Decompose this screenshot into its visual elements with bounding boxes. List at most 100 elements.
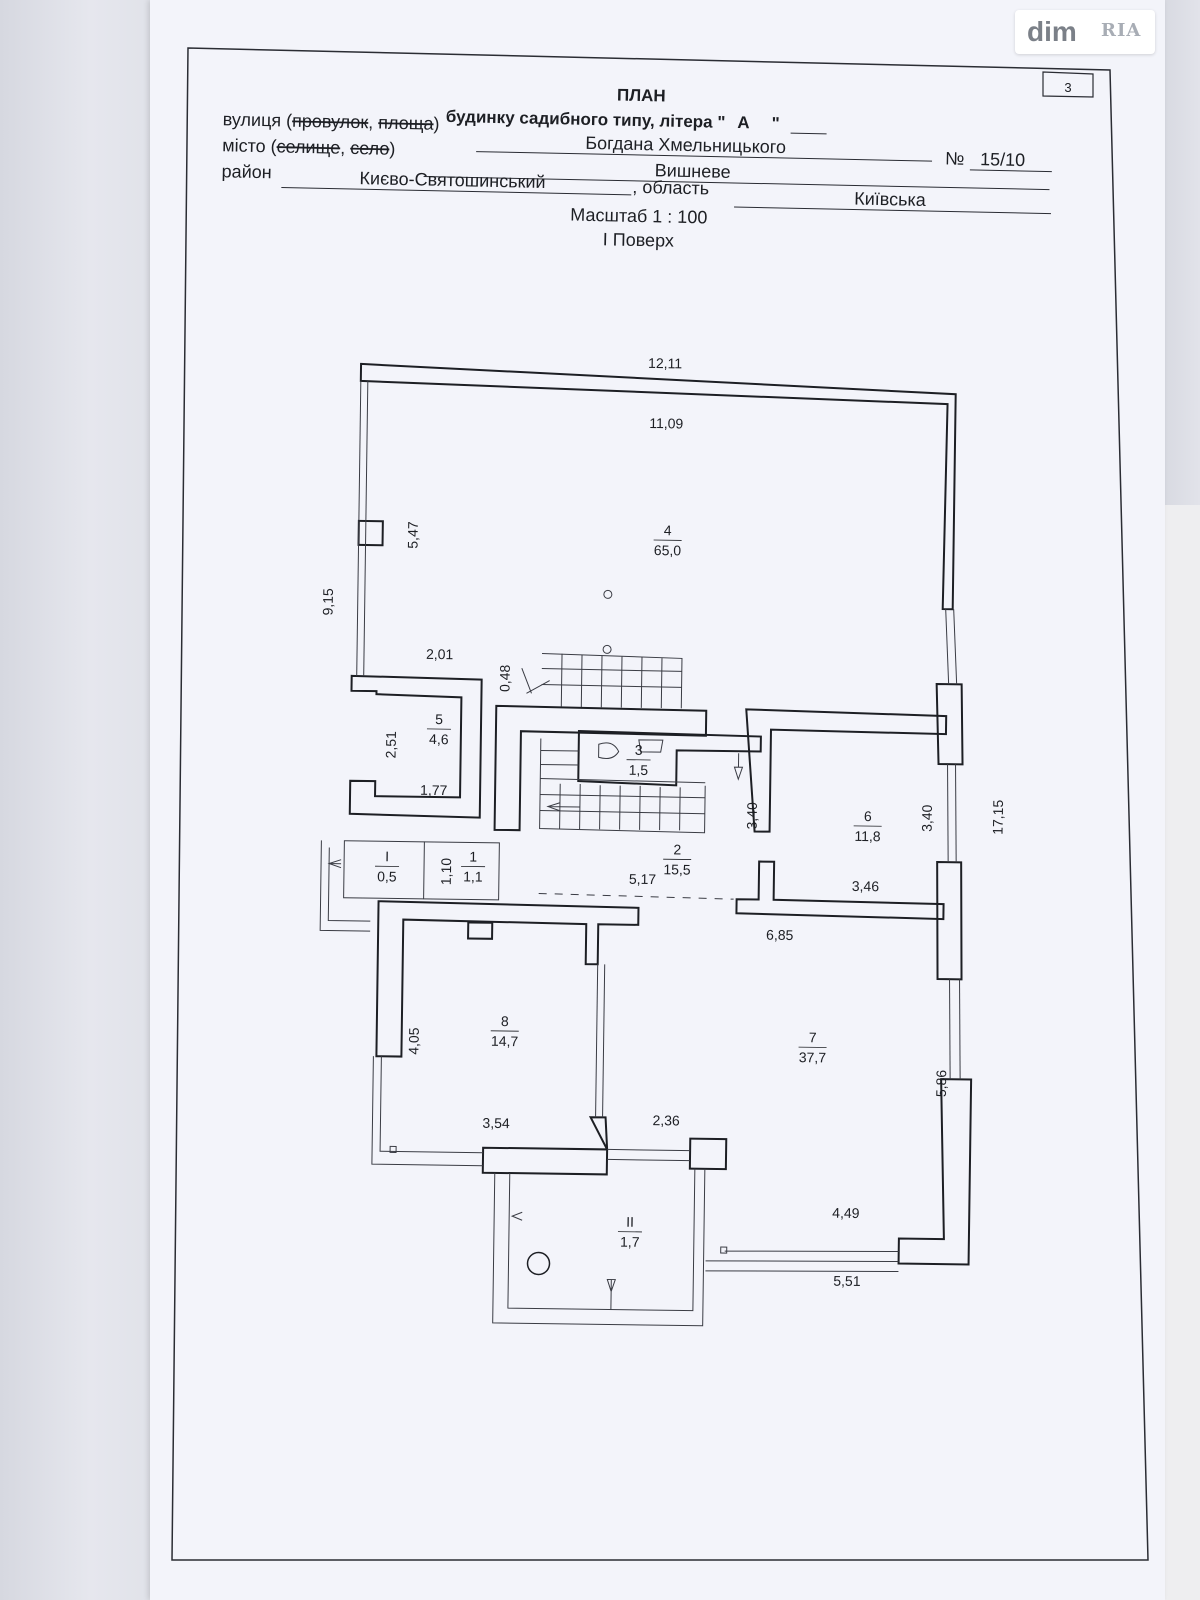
dim-room7-top: 6,85 <box>766 927 794 943</box>
east-window-6 <box>959 979 961 1080</box>
dim-room5-top: 2,01 <box>426 646 454 662</box>
wc-toilet <box>598 742 620 759</box>
dim-room2-width: 5,17 <box>629 871 657 887</box>
stair-lower-treads <box>539 749 706 815</box>
dim-room6-width: 3,46 <box>852 878 880 894</box>
dim-top-outer: 12,11 <box>648 355 682 371</box>
room-label-3: 3 1,5 <box>626 742 651 778</box>
terrace-II-inner <box>507 1168 696 1312</box>
plan-title: ПЛАН <box>617 86 666 106</box>
sheet-number: 3 <box>1064 80 1071 95</box>
room-number: 5 <box>435 711 443 727</box>
thin-lines <box>319 380 961 1327</box>
south-window-middle-1 <box>607 1148 691 1152</box>
stair-arrow-lower <box>546 802 580 812</box>
dim-room8-height: 4,05 <box>405 1027 421 1055</box>
south-window-room7-1 <box>724 1250 899 1253</box>
sheet-number-box <box>1042 71 1094 98</box>
east-window-3 <box>947 764 949 863</box>
dim-top-inner: 11,09 <box>649 415 683 431</box>
column-marker-room7 <box>720 1246 728 1254</box>
south-window-room8-2 <box>371 1056 483 1167</box>
dim-passage-width: 2,36 <box>652 1112 680 1128</box>
room-area: 1,5 <box>629 762 649 778</box>
dimria-watermark: dim RIA <box>1015 10 1155 54</box>
stair-upper-risers <box>541 667 682 688</box>
south-window-room7-2 <box>705 1260 899 1263</box>
south-window-middle-2 <box>606 1158 690 1162</box>
drawing-frame <box>171 47 1149 1561</box>
room-label-I: I 0,5 <box>375 848 400 884</box>
header-block: ПЛАН будинку садибного типу, літера "А" … <box>221 86 1052 251</box>
dim-bottom-outer: 5,51 <box>833 1273 861 1289</box>
dim-left-total: 9,15 <box>320 588 336 616</box>
post-marker-1 <box>603 589 613 599</box>
dim-vestibule-height: 1,10 <box>438 858 454 886</box>
dim-stair-gap: 0,48 <box>496 664 512 692</box>
dim-room5-height: 2,51 <box>383 731 399 759</box>
entry-arrow <box>327 859 342 869</box>
room-area: 65,0 <box>654 542 682 558</box>
room-number: II <box>626 1214 634 1230</box>
watermark-partner: RIA <box>1101 20 1142 41</box>
wall-room8-north <box>375 900 640 1058</box>
street-comma: , <box>368 112 378 132</box>
vestibule-1 <box>423 841 500 901</box>
dim-room7-bottom: 4,49 <box>832 1205 860 1221</box>
room-area: 11,8 <box>854 828 881 844</box>
city-label-end: ) <box>389 139 395 159</box>
room-number: 2 <box>673 841 681 857</box>
room-area: 1,7 <box>620 1234 640 1250</box>
stair-lower-outline <box>539 738 706 834</box>
terrace-II-outer <box>492 1168 706 1327</box>
background-left-page <box>0 0 165 1600</box>
street-strike-2: площа <box>378 113 435 134</box>
street-label-start: вулиця ( <box>223 109 293 130</box>
watermark-brand: dim <box>1027 16 1077 47</box>
partition-room8-room7 <box>602 964 606 1118</box>
wall-stair-core <box>493 704 708 832</box>
wall-room8-south <box>481 1116 609 1176</box>
terrace-arrow-bottom <box>606 1278 617 1310</box>
number-label: № <box>945 148 965 168</box>
west-window-line-1 <box>356 380 362 676</box>
dimension-labels: 12,11 11,09 2,01 1,77 5,17 3,46 6,85 3,5… <box>320 355 1006 1289</box>
stair-upper-outline <box>542 652 683 709</box>
wc-sink <box>638 739 664 753</box>
wall-east-pier-2 <box>936 861 963 981</box>
wall-southeast <box>897 1078 973 1266</box>
east-window-4 <box>955 764 957 863</box>
litera-underline <box>790 132 827 135</box>
city-label: місто (селище, село) <box>222 135 396 159</box>
dim-right-total: 17,15 <box>990 799 1006 834</box>
dim-room5-bottom: 1,77 <box>420 782 448 798</box>
room-label-8: 8 14,7 <box>490 1013 519 1049</box>
city-strike-2: село <box>350 138 390 159</box>
stair-arrow-upper <box>521 668 550 694</box>
dim-room6-height: 3,40 <box>919 804 935 832</box>
floor-label: І Поверх <box>603 229 675 250</box>
room-area: 4,6 <box>429 731 449 747</box>
terrace-column-round <box>526 1251 551 1276</box>
dim-room8-width: 3,54 <box>482 1115 510 1131</box>
paper-sheet <box>150 0 1165 1600</box>
room-number: 6 <box>864 808 872 824</box>
stair-upper-treads <box>560 653 663 709</box>
room-area: 15,5 <box>663 861 691 877</box>
litera-value: А <box>737 113 750 132</box>
wall-east-pier-1 <box>935 682 964 766</box>
room-number: I <box>385 848 389 864</box>
stair-arrow-right <box>733 753 744 781</box>
number-value: 15/10 <box>980 149 1025 170</box>
room-number: 3 <box>635 742 643 758</box>
post-marker-2 <box>602 644 612 654</box>
terrace-arrow-left <box>510 1211 523 1221</box>
city-underline <box>423 175 1050 191</box>
room-number: 8 <box>501 1013 509 1029</box>
east-window-2 <box>953 609 958 685</box>
room-area: 1,1 <box>463 868 483 884</box>
room-area: 14,7 <box>491 1033 519 1049</box>
room-labels: 4 65,0 5 4,6 3 1,5 6 11,8 I <box>375 522 882 1250</box>
room-label-2: 2 15,5 <box>663 841 692 878</box>
east-window-1 <box>945 609 950 685</box>
